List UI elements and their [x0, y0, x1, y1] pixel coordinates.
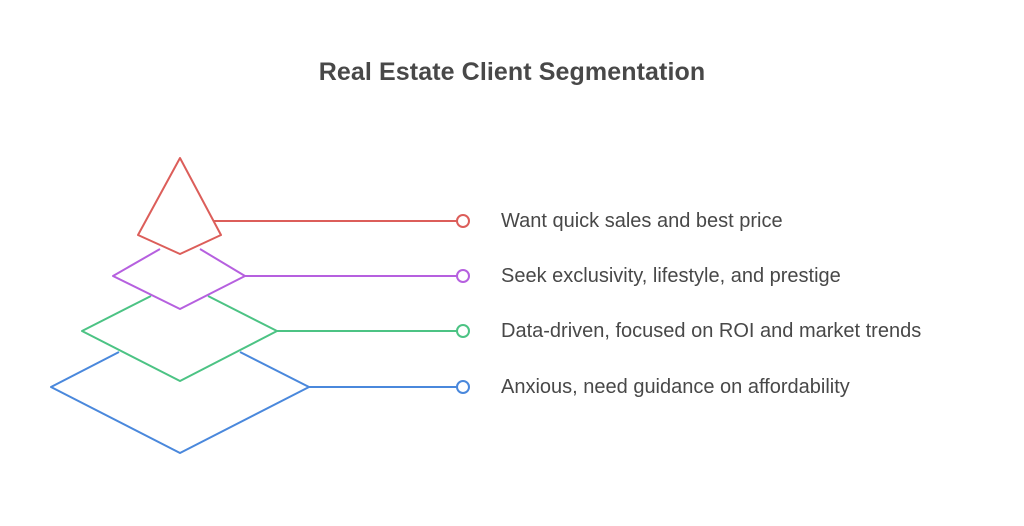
layer-4-endpoint: [456, 380, 470, 394]
layer-1-group: [137, 157, 470, 255]
layer-3-group: [81, 295, 470, 382]
layer-4-group: [50, 351, 470, 454]
layer-1-label: Want quick sales and best price: [501, 210, 783, 232]
layer-2-group: [112, 248, 470, 310]
layer-3-endpoint: [456, 324, 470, 338]
layer-1-endpoint: [456, 214, 470, 228]
layer-2-endpoint: [456, 269, 470, 283]
layer-4-shape: [50, 351, 310, 454]
layer-3-label: Data-driven, focused on ROI and market t…: [501, 320, 922, 342]
layer-1-shape: [137, 157, 222, 255]
layer-4-label: Anxious, need guidance on affordability: [501, 376, 850, 398]
diagram-title: Real Estate Client Segmentation: [318, 58, 706, 86]
layer-2-shape: [112, 248, 246, 310]
layer-2-label: Seek exclusivity, lifestyle, and prestig…: [501, 265, 841, 287]
layer-3-shape: [81, 295, 278, 382]
